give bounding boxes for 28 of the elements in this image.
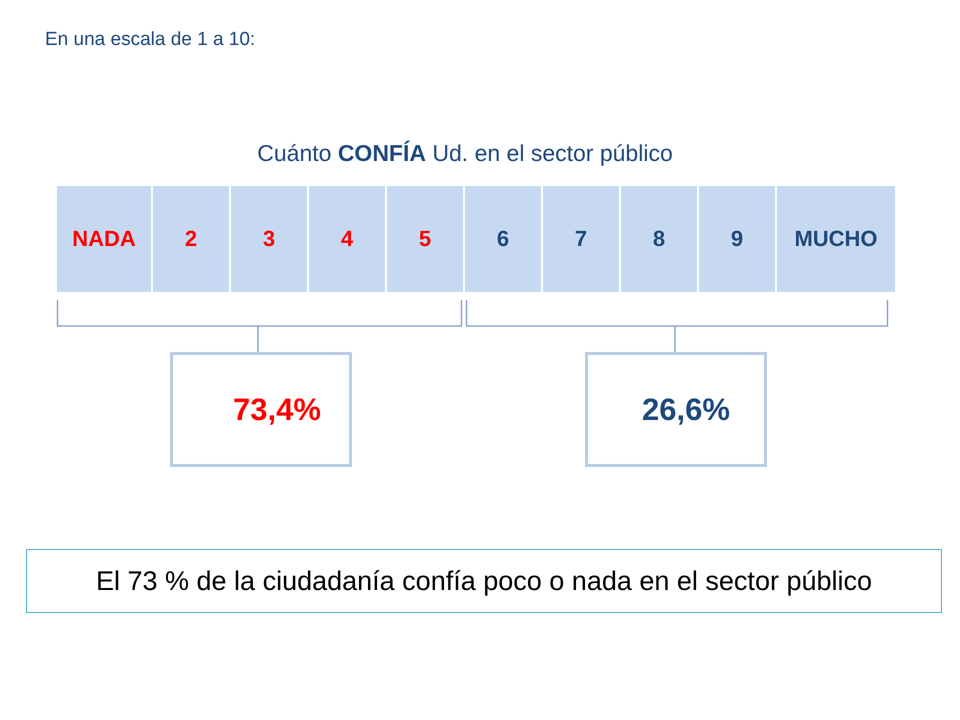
scale-cell	[153, 186, 229, 292]
scale-cell	[57, 186, 151, 292]
scale-label: NADA	[72, 226, 136, 252]
scale-label: 2	[184, 226, 198, 252]
percentage-value: 26,6%	[642, 392, 730, 428]
scale-label: MUCHO	[794, 226, 878, 252]
scale-cell	[621, 186, 697, 292]
conclusion-box	[26, 549, 942, 613]
scale-cell	[465, 186, 541, 292]
scale-label: 6	[496, 226, 510, 252]
intro-text: En una escala de 1 a 10:	[45, 29, 256, 51]
percentage-value: 73,4%	[233, 392, 321, 428]
scale-cell	[387, 186, 463, 292]
scale-cell	[699, 186, 775, 292]
scale-cell	[231, 186, 307, 292]
scale-label: 9	[730, 226, 744, 252]
scale-label: 7	[574, 226, 588, 252]
percentage-box	[585, 352, 767, 467]
question-heading: Cuánto CONFÍA Ud. en el sector público	[257, 140, 673, 167]
scale-cell	[777, 186, 895, 292]
scale-label: 5	[418, 226, 432, 252]
scale-cell	[543, 186, 619, 292]
scale-label: 4	[340, 226, 354, 252]
scale-label: 3	[262, 226, 276, 252]
scale-label: 8	[652, 226, 666, 252]
conclusion-text: El 73 % de la ciudadanía confía poco o nada en el sector público	[96, 566, 872, 596]
percentage-box	[170, 352, 352, 467]
scale-cell	[309, 186, 385, 292]
